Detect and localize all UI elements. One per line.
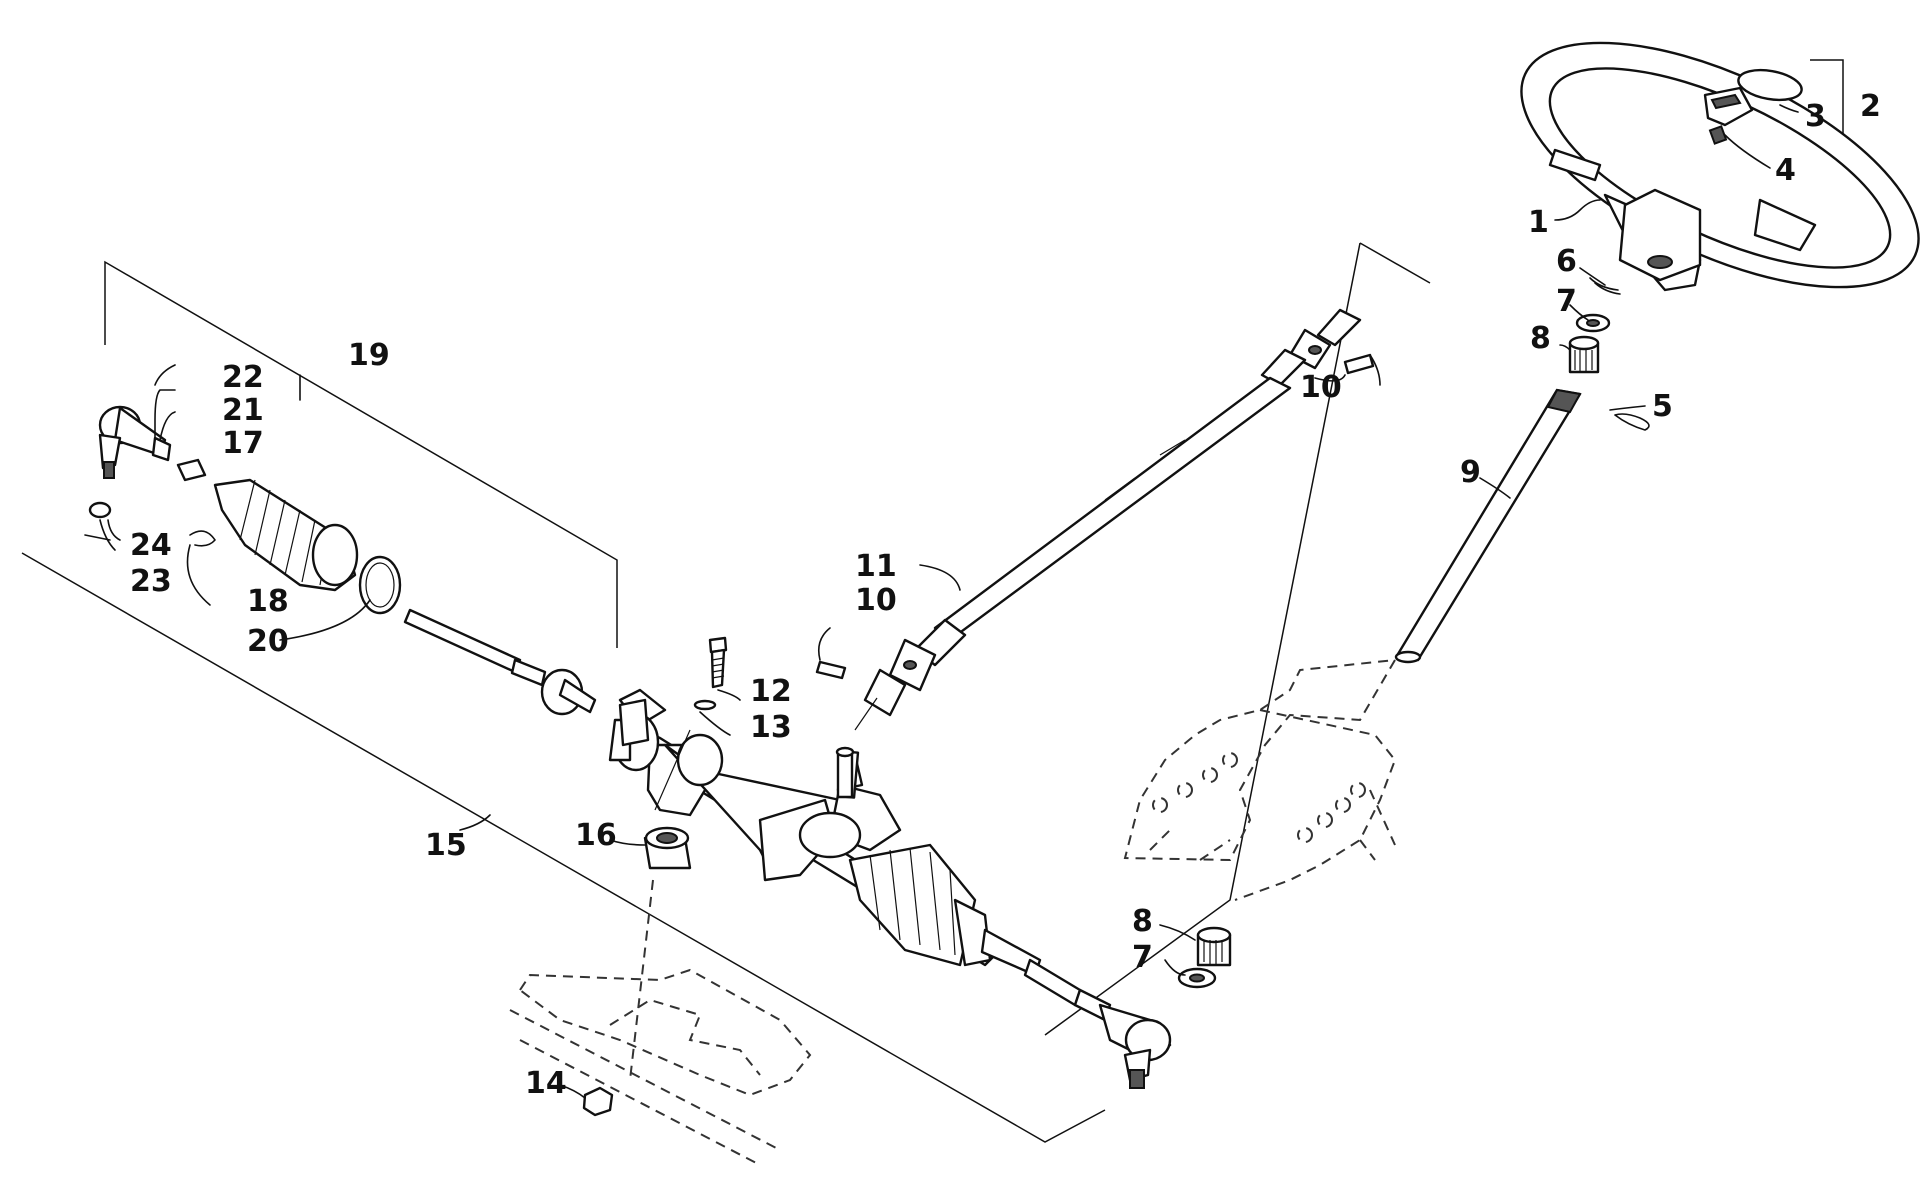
label-22: 22 (222, 360, 264, 395)
label-4: 4 (1775, 153, 1796, 188)
label-8-bottom: 8 (1132, 904, 1153, 939)
label-3: 3 (1805, 99, 1826, 134)
flange-nut (582, 1086, 614, 1117)
bolt-axis-line (654, 729, 691, 811)
label-17: 17 (222, 426, 264, 461)
lock-washer (1589, 277, 1621, 295)
rack-group-frame (21, 552, 1106, 1143)
pinch-bolt-bottom (815, 660, 847, 680)
shaft-group-frame (1044, 242, 1431, 1036)
label-21: 21 (222, 393, 264, 428)
callout-labels: 1 2 3 4 5 6 7 8 9 10 10 11 12 13 14 15 1… (130, 89, 1881, 1101)
washer-top (1575, 313, 1611, 333)
small-clamp (189, 530, 216, 547)
bushing-top (1568, 335, 1600, 374)
label-24: 24 (130, 528, 172, 563)
mount-washer (693, 699, 717, 711)
bushing-bottom (1196, 926, 1232, 967)
label-10-bottom: 10 (855, 583, 897, 618)
pinch-bolt-top (1343, 353, 1375, 375)
jam-nut (176, 458, 207, 482)
cotter-pin (1614, 413, 1650, 431)
label-7-bottom: 7 (1132, 940, 1153, 975)
label-6: 6 (1556, 244, 1577, 279)
tie-rod-pin (84, 534, 111, 541)
label-15: 15 (425, 828, 467, 863)
tie-rod-nut (88, 501, 112, 519)
inner-tie-rod (403, 608, 650, 747)
label-11: 11 (855, 549, 897, 584)
label-8-top: 8 (1530, 321, 1551, 356)
rack-boot-left (213, 478, 359, 592)
label-14: 14 (525, 1066, 567, 1101)
label-7-top: 7 (1556, 284, 1577, 319)
label-19: 19 (348, 338, 390, 373)
tie-rod-group-frame (104, 260, 618, 648)
label-12: 12 (750, 674, 792, 709)
label-5: 5 (1652, 389, 1673, 424)
label-16: 16 (575, 818, 617, 853)
rack-bushing (643, 826, 692, 870)
label-1: 1 (1528, 205, 1549, 240)
label-10-top: 10 (1300, 370, 1342, 405)
label-23: 23 (130, 564, 172, 599)
steering-shaft (1394, 388, 1582, 664)
pinion-axis-line (854, 697, 878, 731)
mounting-bolt (708, 636, 728, 689)
horn-cap (1703, 68, 1803, 127)
pinion-shaft (835, 746, 855, 799)
frame-bracket-outline (1123, 658, 1397, 901)
label-18: 18 (247, 584, 289, 619)
steering-wheel (1520, 41, 1920, 292)
large-clamp (358, 555, 402, 615)
label-20: 20 (247, 624, 289, 659)
label-2: 2 (1860, 89, 1881, 124)
intermediate-shaft (863, 308, 1362, 717)
label-9: 9 (1460, 455, 1481, 490)
tie-rod-end-left (98, 405, 172, 479)
horn-nut (1708, 125, 1728, 145)
steering-rack (608, 688, 1172, 1089)
label-13: 13 (750, 710, 792, 745)
floor-plate-outline (509, 968, 812, 1166)
leader-lines (99, 104, 1799, 1099)
washer-bottom (1177, 967, 1217, 989)
